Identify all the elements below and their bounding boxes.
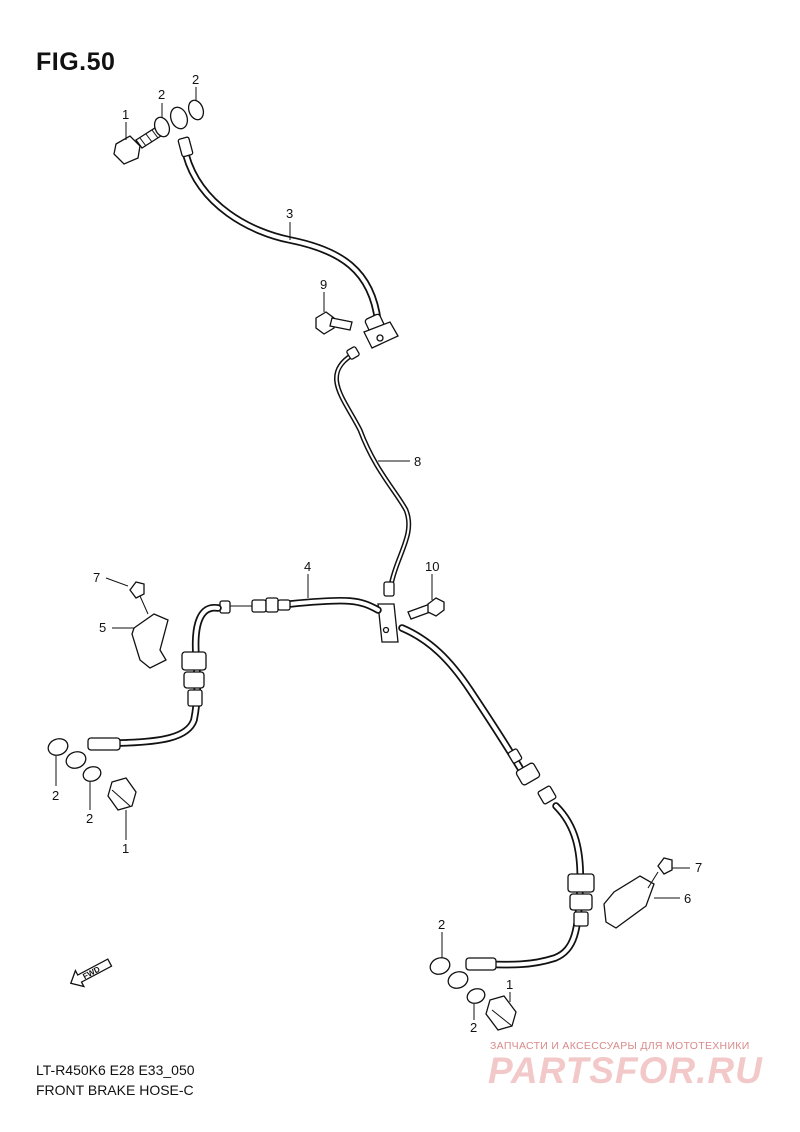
callout-labels: 1 2 2 3 9 8 7 5 4 10 2 2 1 7 6 2 1 2 [52, 72, 702, 1035]
callout-10: 10 [425, 559, 439, 574]
washer-lower-right-a [429, 957, 451, 975]
banjo-eye-upper [169, 106, 189, 130]
fwd-direction-arrow: FWD [69, 958, 113, 988]
washer-lower-left-b [82, 766, 102, 782]
clamp-6-right [603, 857, 673, 929]
callout-2-upper-b: 2 [192, 72, 199, 87]
clamp-5-left [129, 581, 169, 669]
brake-pipe-8 [333, 346, 412, 597]
brake-hose-3 [177, 136, 386, 335]
model-code: LT-R450K6 E28 E33_050 [36, 1062, 195, 1078]
callout-1-lower-right: 1 [506, 977, 513, 992]
callout-3: 3 [286, 206, 293, 221]
callout-7-right: 7 [695, 860, 702, 875]
bolt-10 [407, 597, 445, 620]
figure-caption: FRONT BRAKE HOSE-C [36, 1082, 194, 1098]
callout-1-upper: 1 [122, 107, 129, 122]
brake-hose-4-right [398, 624, 595, 971]
tee-joint-lower [377, 603, 399, 643]
callout-4: 4 [304, 559, 311, 574]
callout-9: 9 [320, 277, 327, 292]
callout-8: 8 [414, 454, 421, 469]
figure-title: FIG.50 [36, 48, 116, 76]
callout-2-upper-a: 2 [158, 87, 165, 102]
washer-upper-b [187, 99, 205, 121]
washer-upper-a [153, 116, 171, 138]
leader-lines [55, 87, 690, 1020]
joint-block-upper [363, 321, 399, 349]
callout-2-lower-right-a: 2 [438, 917, 445, 932]
callout-7-left: 7 [93, 570, 100, 585]
watermark-tagline: ЗАПЧАСТИ И АКСЕССУАРЫ ДЛЯ МОТОТЕХНИКИ [490, 1040, 750, 1052]
banjo-eye-lower-left [65, 751, 87, 769]
bolt-9 [315, 311, 353, 335]
callout-5: 5 [99, 620, 106, 635]
watermark-site: PARTSFOR.RU [488, 1050, 763, 1091]
callout-2-lower-right-b: 2 [470, 1020, 477, 1035]
callout-6: 6 [684, 891, 691, 906]
washer-lower-right-b [466, 988, 486, 1004]
banjo-bolt-lower-right [485, 995, 517, 1031]
callout-2-lower-left-b: 2 [86, 811, 93, 826]
callout-1-lower-left: 1 [122, 841, 129, 856]
banjo-bolt-lower-left [107, 777, 137, 811]
washer-lower-left-a [47, 738, 69, 756]
brake-hose-4-left [87, 596, 382, 751]
banjo-eye-lower-right [447, 971, 469, 989]
callout-2-lower-left-a: 2 [52, 788, 59, 803]
